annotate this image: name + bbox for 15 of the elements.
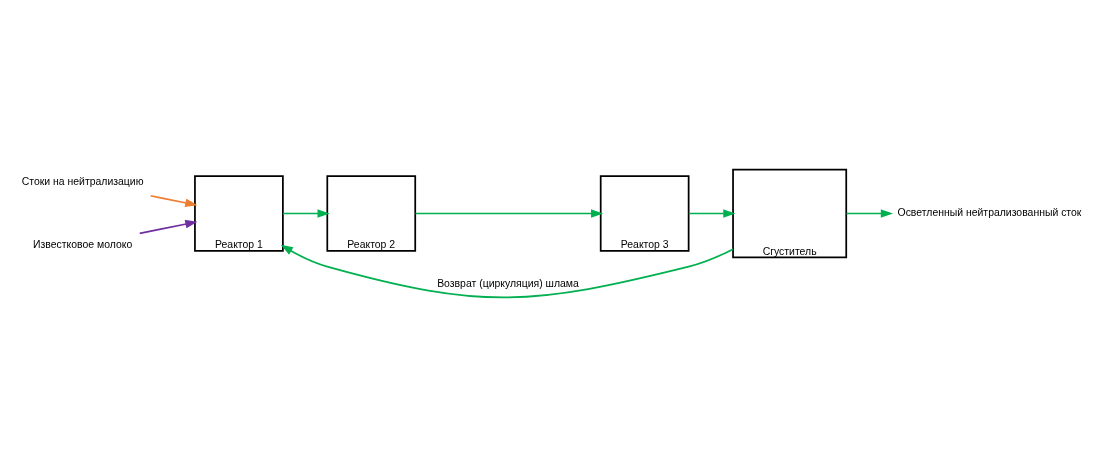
arrow (138, 219, 198, 234)
node-box: Реактор 1 (194, 174, 284, 252)
arrow (282, 208, 330, 218)
arrow (845, 208, 893, 218)
node-box: Реактор 2 (326, 174, 417, 252)
edge-label: Возврат (циркуляция) шлама (437, 277, 579, 289)
node-text: Стоки на нейтрализацию (21, 175, 144, 187)
node-text: Известковое молоко (33, 238, 133, 250)
node-text: Осветленный нейтрализованный сток (897, 206, 1082, 218)
node-box: Реактор 3 (599, 174, 690, 252)
arrow (280, 244, 734, 298)
arrow (688, 208, 736, 218)
node-box: Сгуститель (732, 168, 848, 258)
arrow (414, 208, 604, 218)
arrow (149, 194, 198, 207)
